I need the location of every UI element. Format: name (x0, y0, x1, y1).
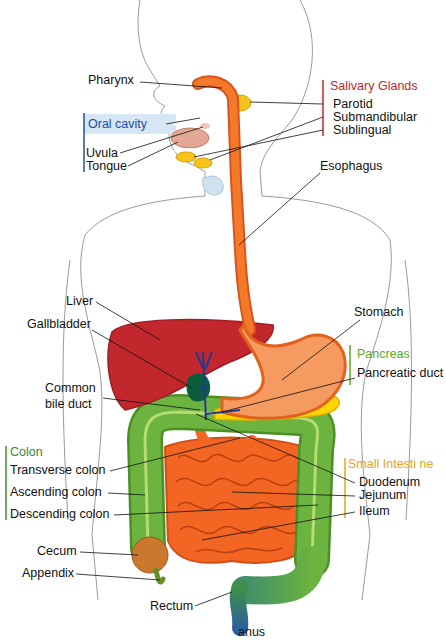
bile-duct (203, 352, 206, 420)
esophagus-edge (198, 81, 250, 330)
part-label: Liver (66, 293, 93, 309)
group-label: Oral cavity (88, 116, 147, 132)
part-label: Rectum (150, 598, 193, 614)
intestine-loop (196, 548, 282, 553)
part-label: Uvula (86, 145, 118, 161)
rectum-shape (238, 588, 241, 628)
leader-line (250, 102, 323, 104)
leader-line (202, 512, 355, 540)
group-label: Salivary Glands (330, 78, 418, 94)
trachea (203, 176, 224, 195)
leader-line (103, 398, 200, 410)
part-label: Transverse colon (10, 462, 105, 478)
part-label: Sublingual (333, 122, 391, 138)
leader-line (96, 302, 160, 340)
part-label: Submandibular (333, 109, 417, 125)
colon-edge (145, 412, 318, 560)
colon-highlight (145, 412, 318, 560)
leader-lines (76, 82, 360, 606)
bracket (344, 458, 346, 518)
bile-ducts (196, 352, 240, 420)
part-label: Descending colon (10, 506, 109, 522)
part-label: Jejunum (359, 487, 406, 503)
leader-line (76, 574, 160, 580)
part-label: Gallbladder (27, 316, 91, 332)
leader-line (108, 493, 145, 495)
part-label: Pancreatic duct (357, 365, 443, 381)
leader-line (80, 552, 138, 555)
teeth (174, 124, 196, 150)
leader-line (282, 320, 360, 380)
part-label: Pharynx (88, 72, 134, 88)
intestine-loop (180, 527, 300, 534)
intestine-loop (176, 479, 308, 486)
sublingual-gland (176, 152, 196, 162)
bracket (83, 113, 85, 172)
part-label: Duodenum (359, 474, 420, 490)
leader-line (92, 330, 192, 388)
small-intestine (165, 438, 315, 563)
leader-line (114, 505, 318, 515)
intestine-loop (178, 455, 306, 462)
intestine-loop (178, 503, 294, 510)
part-label: Parotid (333, 96, 373, 112)
part-label: Appendix (22, 565, 74, 581)
leader-line (222, 378, 355, 412)
part-label: Ileum (359, 503, 390, 519)
leader-line (210, 117, 323, 160)
leader-line (166, 118, 200, 124)
part-label: Tongue (86, 158, 127, 174)
bracket (5, 446, 7, 520)
leader-line (195, 592, 232, 606)
head-back (260, 0, 312, 196)
leader-line (140, 82, 222, 88)
uvula-shape (200, 123, 210, 129)
hepatic-duct (196, 352, 203, 368)
part-label: Cecum (37, 543, 77, 559)
leader-line (232, 492, 355, 496)
colon-shape (145, 412, 318, 560)
sigmoid-colon (245, 560, 312, 591)
part-label: anus (238, 624, 265, 640)
leader-line (239, 173, 320, 245)
group-label: Pancreas (357, 346, 410, 362)
leader-line (128, 142, 178, 166)
leader-line (196, 414, 355, 483)
leader-line (110, 438, 240, 471)
part-label: Esophagus (320, 158, 383, 174)
leader-line (194, 130, 323, 157)
submandibular-gland (194, 158, 212, 168)
part-label: Ascending colon (10, 484, 102, 500)
cystic-duct (200, 388, 205, 390)
gallbladder-shape (186, 373, 210, 401)
intestine-loops (176, 455, 308, 553)
esophagus-shape (198, 81, 250, 330)
bracket (322, 80, 324, 136)
oral-cavity-box (84, 114, 176, 134)
part-label: Stomach (354, 304, 403, 320)
group-label: Small Intesti ne (348, 456, 433, 472)
hepatic-duct (205, 352, 212, 370)
face-profile (138, 0, 205, 196)
group-label: Colon (10, 444, 43, 460)
stomach-shape (222, 325, 345, 418)
part-label: Common bile duct (45, 380, 107, 412)
